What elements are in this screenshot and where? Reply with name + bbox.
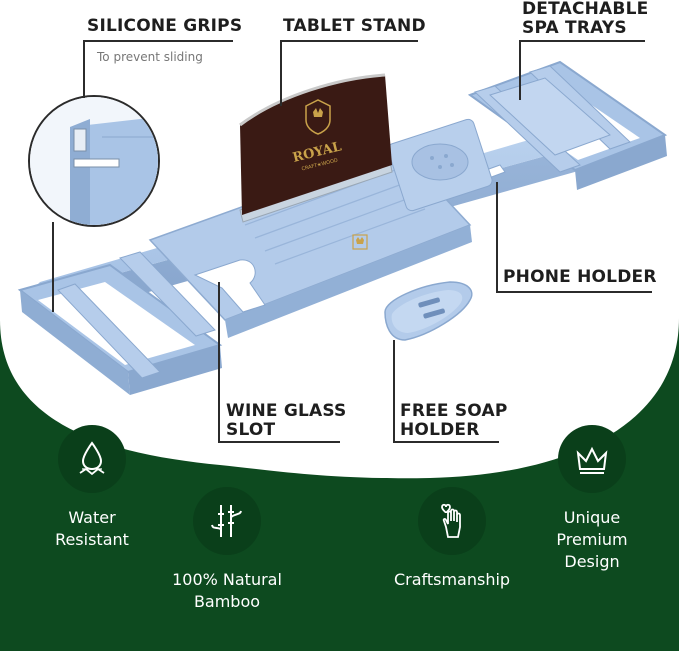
- feature-bamboo-line1: 100% Natural: [172, 570, 282, 589]
- tray-logo: [352, 234, 368, 250]
- leader-silicone-h: [83, 40, 233, 42]
- callout-wine-line1: WINE GLASS: [226, 401, 347, 421]
- feature-water-line1: Water: [68, 508, 116, 527]
- feature-unique-design: Unique Premium Design: [522, 425, 662, 573]
- leader-tablet-v: [280, 40, 282, 106]
- leader-soap-v: [393, 340, 395, 442]
- callout-silicone-grips: SILICONE GRIPS: [87, 16, 243, 36]
- cup-holder: [411, 143, 469, 181]
- callout-silicone-sub: To prevent sliding: [97, 50, 203, 64]
- callout-phone-holder: PHONE HOLDER: [503, 267, 657, 287]
- leader-spa-h: [519, 40, 645, 42]
- leader-tablet-h: [280, 40, 418, 42]
- leader-phone-v: [496, 182, 498, 292]
- callout-spa-line1: DETACHABLE: [522, 0, 649, 19]
- leader-soap-h: [393, 441, 499, 443]
- feature-craftsmanship: Craftsmanship: [382, 487, 522, 591]
- feature-craft-line1: Craftsmanship: [393, 570, 511, 589]
- feature-water-line2: Resistant: [55, 530, 129, 549]
- callout-spa-line2: SPA TRAYS: [522, 18, 627, 38]
- crown-icon: [558, 425, 626, 493]
- feature-natural-bamboo: 100% Natural Bamboo: [157, 487, 297, 613]
- left-slat-1: [57, 283, 161, 379]
- feature-water-resistant: Water Resistant: [22, 425, 162, 551]
- callout-wine-glass: WINE GLASS SLOT: [226, 402, 347, 440]
- feature-bamboo-line2: Bamboo: [193, 592, 261, 611]
- leader-spa-v: [519, 40, 521, 100]
- feature-unique-line3: Design: [564, 552, 620, 571]
- feature-unique-line2: Premium: [556, 530, 628, 549]
- callout-soap-holder: FREE SOAP HOLDER: [400, 402, 508, 440]
- water-drop-icon: [58, 425, 126, 493]
- callout-wine-line2: SLOT: [226, 420, 276, 440]
- left-slat-2: [119, 251, 216, 337]
- royal-logo: [305, 99, 331, 135]
- callout-spa-trays: DETACHABLE SPA TRAYS: [522, 0, 648, 38]
- leader-silicone-zoom: [52, 222, 54, 312]
- leader-wine-h: [218, 441, 340, 443]
- wine-glass-slot: [193, 259, 266, 313]
- leader-silicone-v: [83, 40, 85, 98]
- feature-unique-line1: Unique: [563, 508, 621, 527]
- callout-soap-line1: FREE SOAP: [400, 401, 508, 421]
- hand-heart-icon: [418, 487, 486, 555]
- callout-tablet-stand: TABLET STAND: [283, 16, 426, 36]
- silicone-grip-zoom: [28, 95, 160, 227]
- leader-phone-h: [496, 291, 652, 293]
- tablet-stand: [240, 75, 392, 215]
- bamboo-icon: [193, 487, 261, 555]
- leader-wine-v: [218, 282, 220, 442]
- callout-soap-line2: HOLDER: [400, 420, 480, 440]
